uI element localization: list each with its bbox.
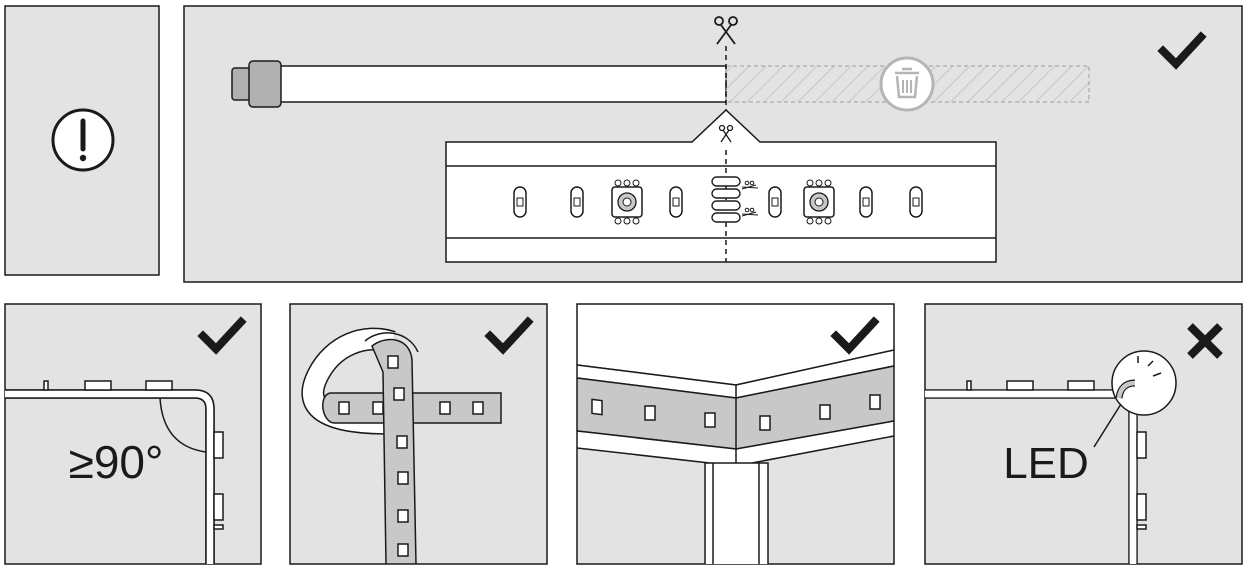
resistor [669,186,683,218]
resistor [859,186,873,218]
led-chip [803,179,835,225]
led-label: LED [1003,439,1089,488]
cross-icon [1187,323,1223,359]
resistor [909,186,923,218]
resistor [513,186,527,218]
exclamation-circle-icon [51,108,115,172]
trash-icon [879,56,935,112]
copper-cut-pads [711,176,759,223]
resistor [768,186,782,218]
scissors-icon [718,124,734,143]
beam-mount-panel [576,303,895,565]
led-chip [611,179,643,225]
scissors-icon [714,16,738,45]
angle-label: ≥90° [69,436,164,488]
warning-panel [4,5,160,276]
led-strip-kept [231,60,727,108]
cut-detail-callout [445,108,997,263]
bent-led-panel: LED [924,303,1243,565]
resistor [570,186,584,218]
twisted-loop-panel [289,303,548,565]
cutting-panel [183,5,1243,283]
corner-angle-panel: ≥90° [4,303,262,565]
